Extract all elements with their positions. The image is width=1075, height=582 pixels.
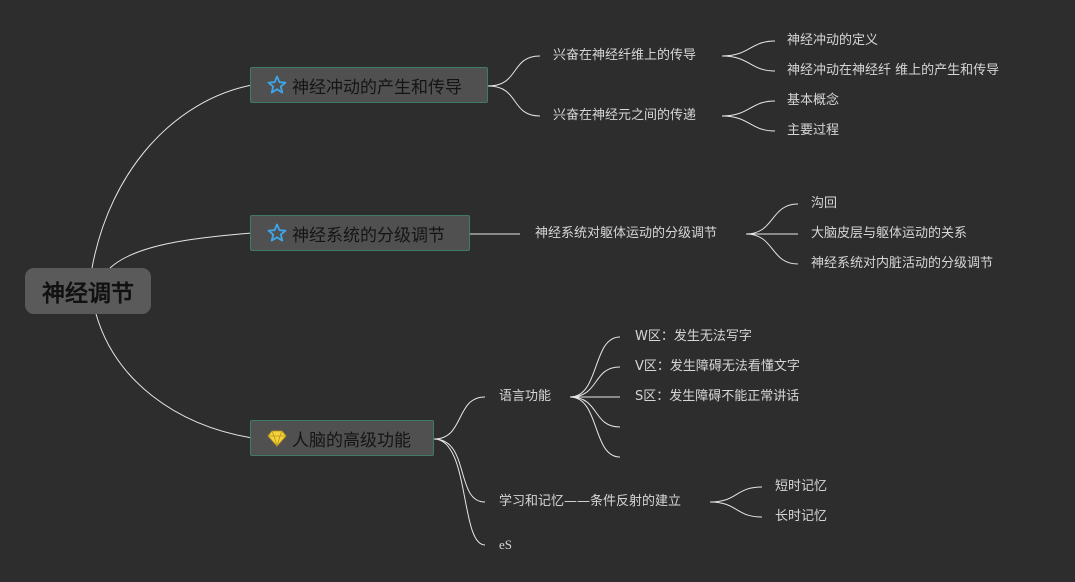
leaf-short-term-memory[interactable]: 短时记忆 [775,479,828,494]
link-b3-s1-l1 [569,336,621,398]
link-root-branch-1 [91,84,253,269]
link-b3-sub1 [433,396,486,440]
branch-nerve-impulse[interactable]: 神经冲动的产生和传导 [250,67,488,103]
leaf-impulse-generation[interactable]: 神经冲动在神经纤 维上的产生和传导 [787,63,1000,78]
branch-label: 神经冲动的产生和传导 [292,77,462,98]
link-b3-s2-l1 [709,486,763,503]
leaf-w-area[interactable]: W区：发生无法写字 [635,329,752,344]
leaf-main-process[interactable]: 主要过程 [787,123,840,138]
root-topic[interactable]: 神经调节 [25,268,151,314]
subtopic-language-function[interactable]: 语言功能 [499,389,552,404]
link-root-branch-3 [95,313,253,439]
branch-higher-brain-functions[interactable]: 人脑的高级功能 [250,420,434,456]
link-b3-s1-l4 [569,396,621,428]
subtopic-somatic-motor[interactable]: 神经系统对躯体运动的分级调节 [535,226,718,241]
subtopic-fiber-conduction[interactable]: 兴奋在神经纤维上的传导 [553,48,697,63]
subtopic-es[interactable]: eS [499,537,512,552]
link-b1-sub2 [487,85,541,117]
link-b1-s1-l1 [721,40,776,57]
leaf-impulse-definition[interactable]: 神经冲动的定义 [787,33,879,48]
leaf-cortex-motor[interactable]: 大脑皮层与躯体运动的关系 [811,226,968,241]
link-b3-s2-l2 [709,501,763,518]
star-icon [267,223,287,243]
root-topic-label: 神经调节 [42,281,134,307]
leaf-gyri[interactable]: 沟回 [811,196,838,211]
leaf-basic-concept[interactable]: 基本概念 [787,93,840,108]
subtopic-synapse-transmission[interactable]: 兴奋在神经元之间的传递 [553,108,697,123]
leaf-v-area[interactable]: V区：发生障碍无法看懂文字 [635,359,800,374]
link-root-branch-2 [109,232,253,269]
branch-hierarchical-regulation[interactable]: 神经系统的分级调节 [250,215,470,251]
branch-label: 神经系统的分级调节 [292,225,445,246]
leaf-visceral-regulation[interactable]: 神经系统对内脏活动的分级调节 [811,256,994,271]
link-b3-sub3 [433,438,486,546]
branch-label: 人脑的高级功能 [292,430,411,451]
link-b3-sub2 [433,438,486,503]
diamond-icon [267,428,287,448]
star-icon [267,75,287,95]
link-b3-s1-l2 [569,366,621,398]
link-b2-s1-l1 [745,203,799,235]
link-b1-s2-l1 [721,100,776,117]
subtopic-learning-memory[interactable]: 学习和记忆——条件反射的建立 [499,494,682,509]
link-b2-s1-l3 [745,233,799,265]
link-b1-s1-l2 [721,55,776,72]
leaf-long-term-memory[interactable]: 长时记忆 [775,509,828,524]
link-b1-s2-l2 [721,115,776,132]
link-b1-sub1 [487,55,541,87]
leaf-s-area[interactable]: S区：发生障碍不能正常讲话 [635,389,800,404]
link-b3-s1-l5 [569,396,621,458]
